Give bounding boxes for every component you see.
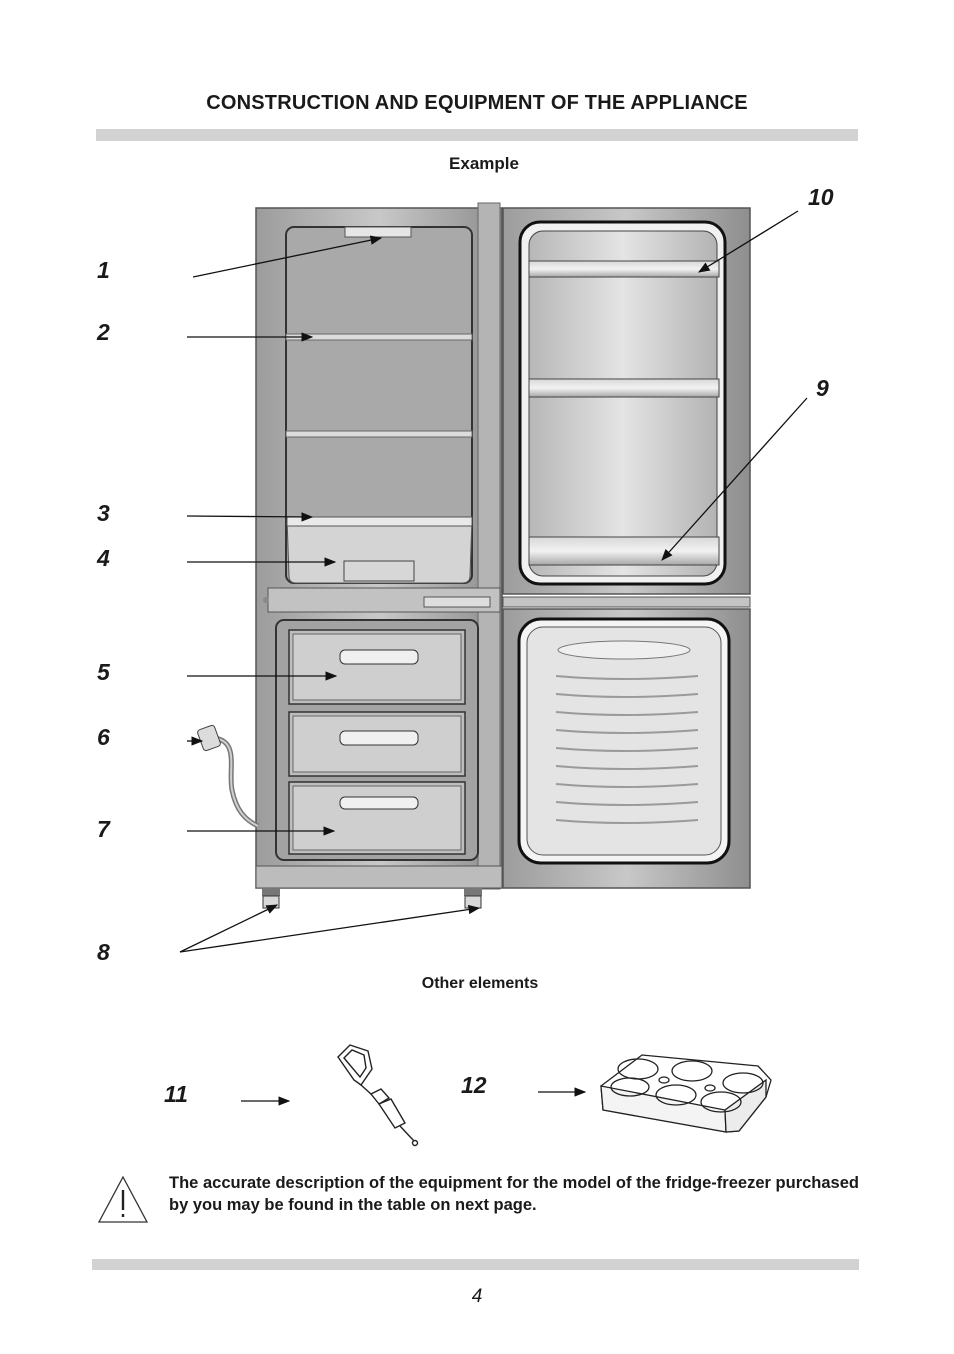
adjustable-feet — [262, 888, 482, 909]
ice-scoop-icon — [337, 1044, 419, 1147]
callout-10: 10 — [808, 184, 834, 210]
leader-arrows — [179, 210, 808, 1106]
callout-6: 6 — [97, 724, 110, 750]
example-caption: Example — [449, 154, 519, 173]
callout-8: 8 — [97, 939, 110, 965]
equipment-note: The accurate description of the equipmen… — [169, 1174, 859, 1214]
callout-11: 11 — [164, 1081, 188, 1107]
fridge-cabinet — [197, 202, 503, 909]
other-elements-caption: Other elements — [421, 975, 539, 992]
warning-icon — [97, 1175, 149, 1223]
fridge-door — [502, 207, 751, 595]
freezer-drawers — [288, 629, 466, 855]
callout-4: 4 — [97, 545, 110, 571]
callout-12: 12 — [461, 1072, 487, 1098]
top-divider — [96, 129, 858, 141]
callout-9: 9 — [816, 375, 829, 401]
bottom-divider — [92, 1259, 859, 1270]
callout-2: 2 — [97, 319, 110, 345]
power-cord — [197, 724, 260, 829]
callout-1: 1 — [97, 257, 110, 283]
freezer-door — [502, 608, 751, 889]
page-title: CONSTRUCTION AND EQUIPMENT OF THE APPLIA… — [206, 92, 748, 114]
callout-3: 3 — [97, 500, 110, 526]
page-number: 4 — [471, 1286, 483, 1307]
egg-tray-icon — [600, 1054, 772, 1133]
callout-5: 5 — [97, 659, 110, 685]
callout-7: 7 — [97, 816, 110, 842]
